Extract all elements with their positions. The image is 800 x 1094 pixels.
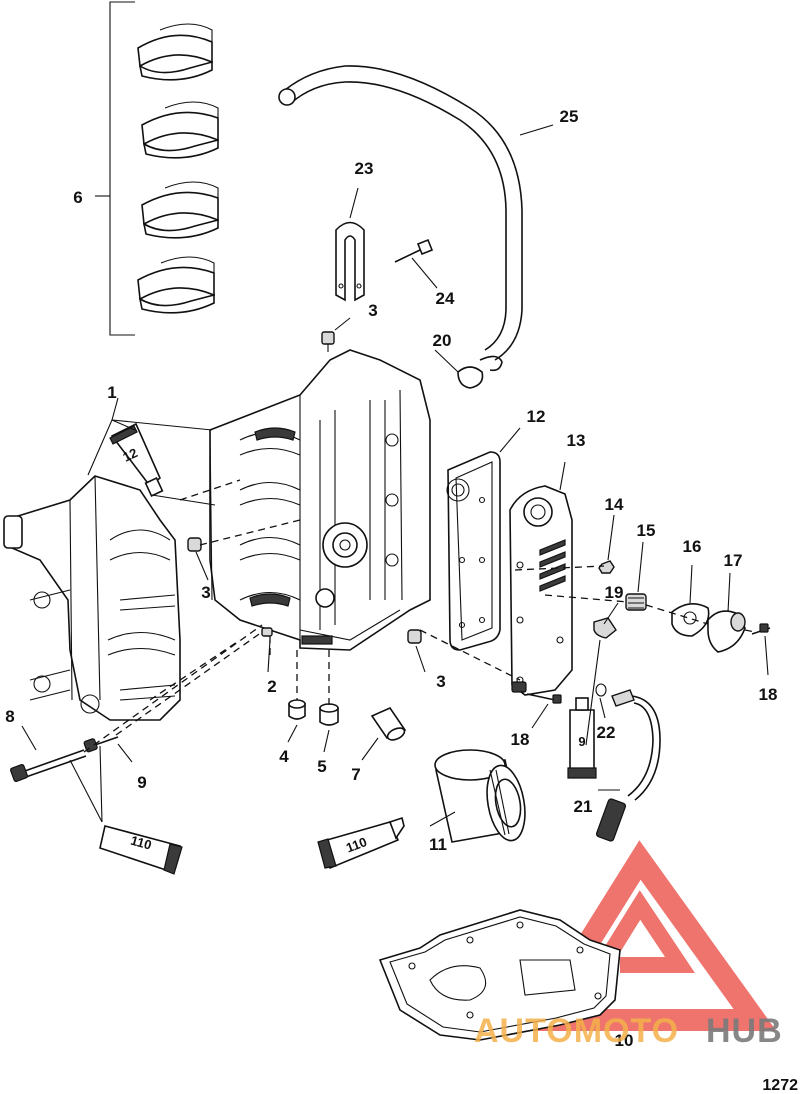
callout-6: 6 xyxy=(73,188,82,207)
top-plug xyxy=(321,331,335,352)
bolt-18-left xyxy=(526,693,562,704)
assembly-lines xyxy=(83,479,756,753)
temperature-sensor xyxy=(595,689,661,842)
callout-16: 16 xyxy=(683,537,702,556)
callout-4: 4 xyxy=(279,747,289,766)
crankcase-cover xyxy=(3,475,181,721)
callout-24: 24 xyxy=(436,289,455,308)
callout-17: 17 xyxy=(724,551,743,570)
callout-1: 1 xyxy=(107,383,116,402)
tube-label-9: 9 xyxy=(578,734,585,749)
nut-14 xyxy=(598,560,615,574)
tube-label-110-left: 110 xyxy=(129,833,153,853)
bearing-set-bracket xyxy=(109,1,135,336)
sealant-tube-110-right xyxy=(317,816,405,870)
callout-8: 8 xyxy=(5,707,14,726)
bearing-shell-2 xyxy=(141,101,219,159)
callout-25: 25 xyxy=(560,107,579,126)
callout-18-right: 18 xyxy=(759,685,778,704)
o-ring-22 xyxy=(595,683,607,697)
callout-14: 14 xyxy=(605,495,624,514)
bolt-8 xyxy=(9,749,87,783)
callout-15: 15 xyxy=(637,521,656,540)
tube-label-110-right: 110 xyxy=(344,834,369,855)
side-plug-right xyxy=(407,629,422,644)
mounting-bracket xyxy=(335,221,365,302)
dowel-part-4 xyxy=(288,699,306,720)
callout-11: 11 xyxy=(429,835,447,854)
callout-labels: 1 2 3 3 3 4 5 6 7 8 9 10 11 12 13 14 15 … xyxy=(5,107,777,1050)
callout-10: 10 xyxy=(615,1031,634,1050)
tube-labels: 12 110 110 9 xyxy=(120,445,585,855)
watermark-text-part2: HUB xyxy=(706,1012,783,1050)
sealant-tube-110-left xyxy=(99,825,183,875)
bearing-shell-1 xyxy=(137,23,213,81)
sealant-tube-12 xyxy=(109,422,164,497)
bolt-18-right xyxy=(751,623,771,635)
leader-lines xyxy=(21,124,769,827)
callout-20: 20 xyxy=(433,331,452,350)
thermostat-15 xyxy=(625,593,647,611)
sleeve-part-7 xyxy=(370,706,407,741)
callout-13: 13 xyxy=(567,431,586,450)
callout-3-right: 3 xyxy=(436,672,445,691)
bearing-shell-4 xyxy=(137,256,215,314)
bolt-9 xyxy=(83,736,119,753)
base-gasket xyxy=(378,909,621,1041)
callout-9: 9 xyxy=(137,773,146,792)
callout-5: 5 xyxy=(317,757,326,776)
callout-22: 22 xyxy=(597,723,616,742)
callout-23: 23 xyxy=(355,159,374,178)
exhaust-cover xyxy=(509,485,573,696)
bracket-screw xyxy=(394,238,434,263)
elbow-fitting-19 xyxy=(593,617,617,639)
gasket-16 xyxy=(671,603,710,637)
dowel-part-5 xyxy=(319,703,339,726)
figure-number: 1272 xyxy=(762,1077,798,1094)
callout-7: 7 xyxy=(351,765,360,784)
gasket-12 xyxy=(446,451,501,651)
side-plug-left xyxy=(187,537,202,552)
watermark-text: AUTOMOTO HUB xyxy=(474,1012,783,1050)
small-fitting xyxy=(261,627,273,637)
callout-18-left: 18 xyxy=(511,730,530,749)
hose-end xyxy=(278,88,296,106)
watermark-text-part1: AUTOMOTO xyxy=(474,1012,679,1050)
callout-3-top: 3 xyxy=(368,301,377,320)
callout-12: 12 xyxy=(527,407,546,426)
tube-label-12: 12 xyxy=(120,445,139,465)
callout-2: 2 xyxy=(267,677,276,696)
callout-21: 21 xyxy=(574,797,593,816)
callout-19: 19 xyxy=(605,583,624,602)
hose xyxy=(278,65,523,361)
hose-clamp xyxy=(457,355,503,389)
sealant-tube-9 xyxy=(567,697,597,779)
bearing-shell-3 xyxy=(141,181,219,239)
main-bearing-set xyxy=(95,1,219,336)
oil-filter xyxy=(434,749,526,843)
thermostat-housing-17 xyxy=(707,610,746,653)
callout-3-left: 3 xyxy=(201,583,210,602)
cylinder-block xyxy=(209,349,431,651)
